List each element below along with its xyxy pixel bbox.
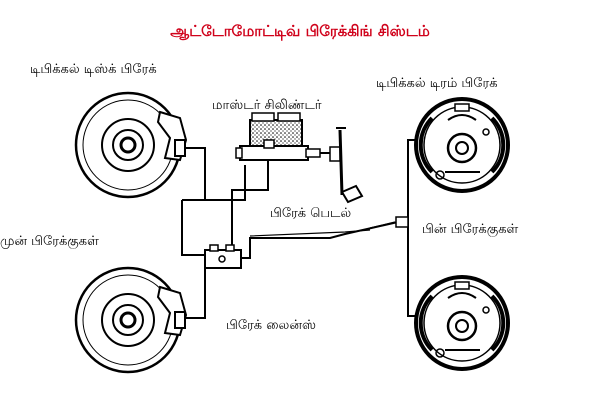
proportioning-valve (204, 244, 242, 269)
pedal-linkage (249, 221, 396, 237)
brake-line-rear-bottom (407, 222, 418, 317)
brake-line-left-vertical (181, 200, 205, 256)
diagram-title: ஆட்டோமோட்டிவ் பிரேக்கிங் சிஸ்டம் (170, 22, 430, 40)
brake-lines (181, 139, 418, 319)
label-rear-brakes: பின் பிரேக்குகள் (422, 222, 519, 237)
brake-line-front-top (185, 147, 206, 200)
master-cylinder (235, 112, 321, 161)
brake-line-left-upper (182, 165, 246, 201)
brake-pedal (320, 127, 364, 204)
label-disc-brake: டிபிக்கல் டிஸ்க் பிரேக் (30, 62, 157, 77)
rear-top-drum-brake (414, 97, 510, 193)
rear-bottom-drum-brake (414, 275, 510, 371)
label-brake-pedal: பிரேக் பெடல் (270, 206, 352, 221)
label-brake-lines: பிரேக் லைன்ஸ் (226, 318, 316, 333)
rear-tee-fitting (395, 216, 409, 228)
label-master-cylinder: மாஸ்டர் சிலிண்டர் (212, 98, 322, 113)
label-drum-brake: டிபிக்கல் டிரம் பிரேக் (376, 76, 498, 91)
brake-line-to-rear (240, 221, 399, 259)
brake-line-master-down (231, 158, 269, 255)
brake-line-front-bottom (185, 268, 206, 319)
front-top-disc-brake (74, 91, 188, 199)
label-front-brakes: முன் பிரேக்குகள் (0, 234, 99, 249)
front-bottom-disc-brake (74, 266, 188, 374)
